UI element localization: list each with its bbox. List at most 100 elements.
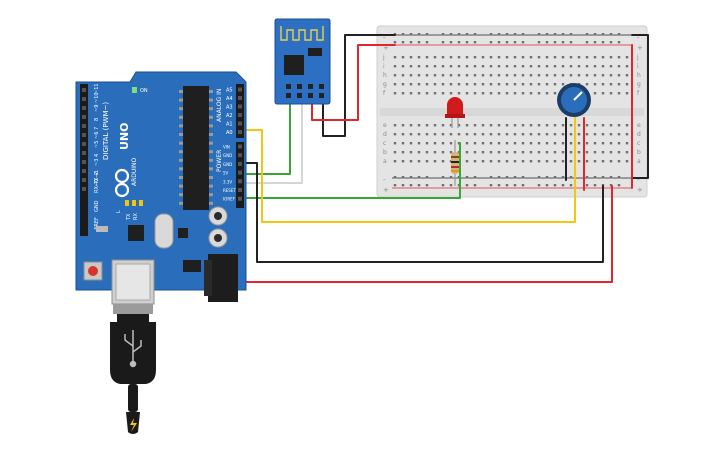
breadboard-hole xyxy=(417,41,421,44)
breadboard-hole xyxy=(593,56,597,59)
breadboard-hole xyxy=(473,184,477,187)
rail-minus-label-tr: - xyxy=(637,34,640,42)
digital-pin[interactable] xyxy=(82,124,86,128)
breadboard-hole xyxy=(497,33,501,36)
breadboard-hole xyxy=(481,83,485,86)
digital-pin[interactable] xyxy=(82,106,86,110)
breadboard-hole xyxy=(593,160,597,163)
digital-pin[interactable] xyxy=(82,169,86,173)
power-pin[interactable] xyxy=(238,144,242,149)
analog-pin[interactable] xyxy=(238,130,242,134)
breadboard-hole xyxy=(617,184,621,187)
chip-pin xyxy=(179,133,183,136)
breadboard-hole xyxy=(569,160,573,163)
analog-pin-label: A2 xyxy=(226,113,233,119)
breadboard-hole xyxy=(409,124,413,127)
analog-pin[interactable] xyxy=(238,104,242,109)
uno-label: UNO xyxy=(118,123,131,151)
row-letter-right: g xyxy=(637,81,641,88)
breadboard-hole xyxy=(465,65,469,68)
reset-button[interactable] xyxy=(83,261,103,281)
row-letter-left: e xyxy=(383,122,387,129)
breadboard-hole xyxy=(617,92,621,95)
breadboard-hole xyxy=(537,65,541,68)
breadboard-hole xyxy=(609,41,613,44)
breadboard-hole xyxy=(449,74,453,77)
digital-pin-label: RX←0 xyxy=(94,179,100,193)
breadboard-hole xyxy=(457,92,461,95)
breadboard-hole xyxy=(553,56,557,59)
breadboard-hole xyxy=(601,124,605,127)
breadboard-hole xyxy=(553,160,557,163)
breadboard-hole xyxy=(537,133,541,136)
digital-pin[interactable] xyxy=(82,142,86,146)
breadboard-hole xyxy=(569,184,573,187)
breadboard-hole xyxy=(609,56,613,59)
breadboard-hole xyxy=(601,142,605,145)
power-pin[interactable] xyxy=(238,179,242,184)
breadboard-hole xyxy=(473,83,477,86)
power-pin[interactable] xyxy=(238,161,242,166)
digital-pin[interactable] xyxy=(82,97,86,101)
power-pin[interactable] xyxy=(238,196,242,201)
breadboard-hole xyxy=(505,92,509,95)
breadboard-hole xyxy=(489,41,493,44)
voltage-regulator xyxy=(183,260,201,272)
analog-pin[interactable] xyxy=(238,113,242,117)
analog-pin[interactable] xyxy=(238,96,242,100)
esp8266-module[interactable] xyxy=(274,18,331,105)
breadboard-hole xyxy=(585,160,589,163)
digital-pin-label: ~9 xyxy=(94,105,100,112)
digital-pin-label: ~11 xyxy=(94,83,100,94)
tx-label: TX xyxy=(126,213,132,221)
breadboard-hole xyxy=(409,160,413,163)
power-pin[interactable] xyxy=(238,153,242,158)
power-pin[interactable] xyxy=(238,170,242,175)
digital-pin[interactable] xyxy=(82,115,86,119)
digital-pin[interactable] xyxy=(82,133,86,137)
wire-white xyxy=(243,103,303,184)
chip-pin xyxy=(209,115,213,119)
breadboard-hole xyxy=(401,33,405,36)
breadboard-hole xyxy=(401,92,405,95)
power-pin[interactable] xyxy=(238,188,242,192)
breadboard-hole xyxy=(625,56,629,59)
digital-pin[interactable] xyxy=(82,187,86,191)
breadboard-hole xyxy=(505,83,509,86)
digital-pin[interactable] xyxy=(82,151,86,155)
led[interactable] xyxy=(445,97,465,128)
resistor[interactable] xyxy=(451,140,459,186)
breadboard-hole xyxy=(425,41,429,44)
breadboard-hole xyxy=(561,41,565,44)
breadboard-hole xyxy=(561,160,565,163)
potentiometer[interactable] xyxy=(557,83,591,117)
capacitors xyxy=(208,206,228,248)
analog-pin[interactable] xyxy=(238,87,242,92)
breadboard-hole xyxy=(569,176,573,179)
digital-pin[interactable] xyxy=(82,160,86,164)
breadboard-hole xyxy=(537,142,541,145)
breadboard-hole xyxy=(513,65,517,68)
analog-in-label: ANALOG IN xyxy=(216,89,223,122)
digital-pin-label: 2 xyxy=(94,172,100,175)
breadboard-hole xyxy=(449,33,453,36)
breadboard-hole xyxy=(569,124,573,127)
power-pin-label: VIN xyxy=(223,145,230,150)
breadboard-hole xyxy=(577,142,581,145)
breadboard-hole xyxy=(537,124,541,127)
breadboard-hole xyxy=(609,142,613,145)
row-letter-left: g xyxy=(383,81,387,88)
usb-icon xyxy=(124,330,142,368)
breadboard-hole xyxy=(529,74,533,77)
breadboard-hole xyxy=(625,65,629,68)
row-letter-right: h xyxy=(637,72,641,79)
breadboard-hole xyxy=(521,184,525,187)
arduino-logo-icon xyxy=(114,168,130,198)
digital-pin[interactable] xyxy=(82,88,86,92)
analog-pin-label: A1 xyxy=(226,122,233,128)
digital-pin[interactable] xyxy=(82,178,86,182)
analog-pin[interactable] xyxy=(238,121,242,126)
breadboard-hole xyxy=(545,74,549,77)
breadboard-hole xyxy=(473,176,477,179)
